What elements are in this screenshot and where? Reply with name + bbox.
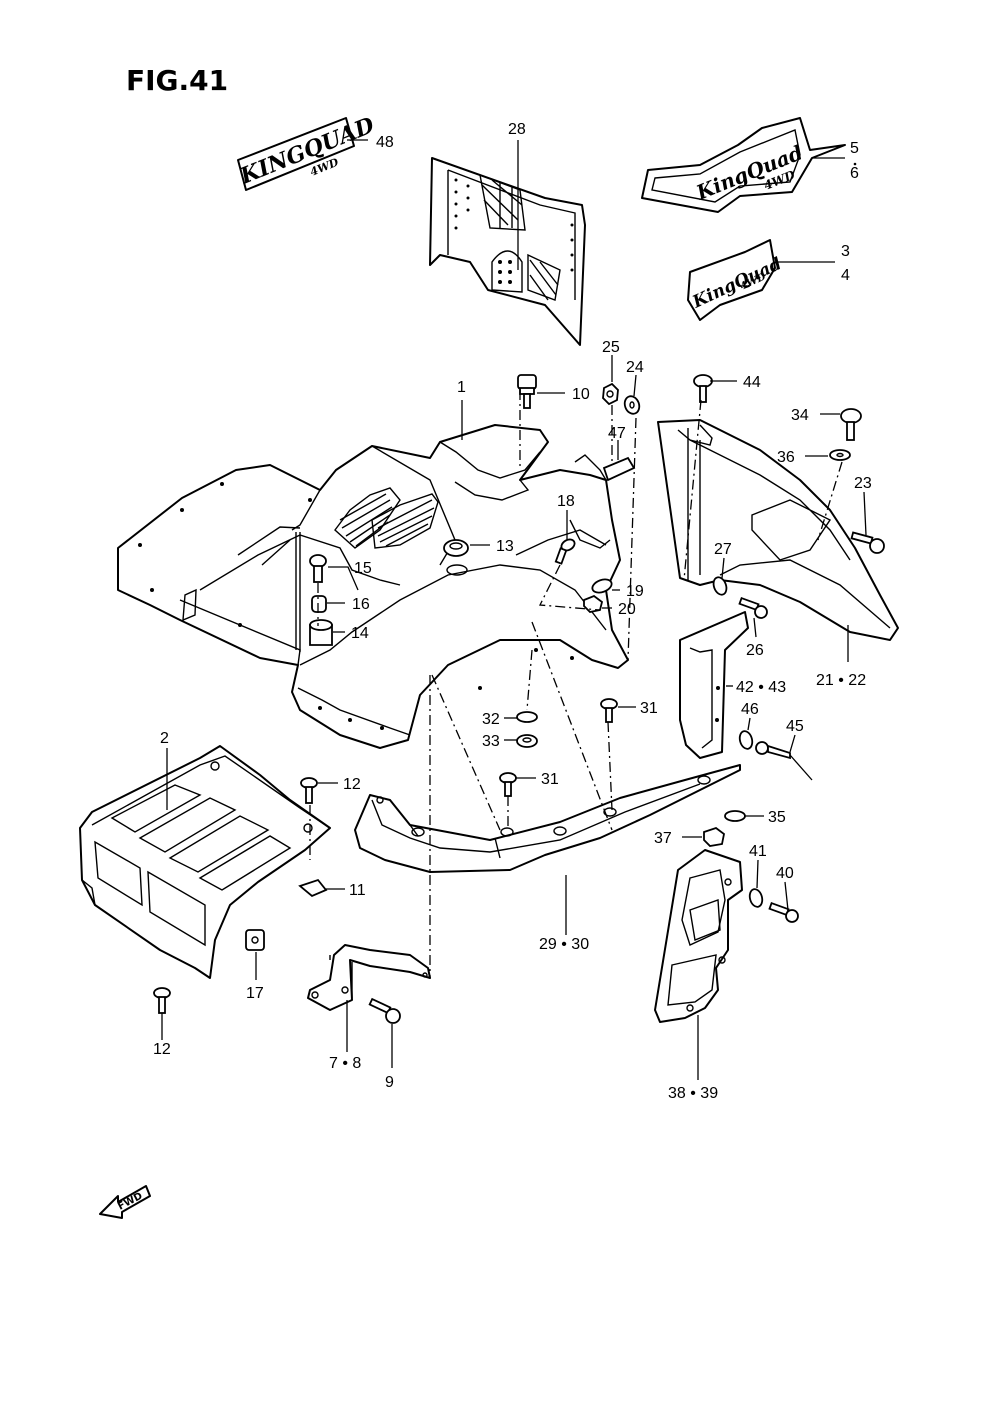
- callout-19: 19: [626, 583, 644, 600]
- bolt-23-icon: [850, 531, 885, 554]
- screw-12-upper-icon: [300, 777, 318, 804]
- callout-14: 14: [351, 625, 369, 642]
- nut-25-icon: [602, 382, 619, 406]
- callout-27: 27: [714, 541, 732, 558]
- washer-36-icon: [829, 449, 851, 461]
- bolt-15-icon: [309, 554, 327, 583]
- front-cover-panel: [79, 745, 331, 979]
- rubber-47-icon: [602, 456, 636, 482]
- callout-42-43: 42 • 43: [736, 679, 786, 696]
- callout-5: 5: [850, 140, 859, 157]
- callout-37: 37: [654, 830, 672, 847]
- callout-1: 1: [457, 379, 466, 396]
- callout-11: 11: [349, 882, 366, 899]
- callout-6: 6: [850, 165, 859, 182]
- rivet-45-icon: [755, 741, 813, 781]
- callout-25: 25: [602, 339, 620, 356]
- front-fender-extension: [657, 419, 899, 641]
- bolt-40-icon: [768, 901, 799, 923]
- side-bracket: [679, 611, 749, 759]
- screw-18-icon: [554, 538, 576, 565]
- lower-frame-cover: [354, 764, 741, 873]
- callout-38-39: 38 • 39: [668, 1085, 718, 1102]
- nut-33-icon: [516, 734, 538, 748]
- washer-32-icon: [516, 711, 538, 723]
- callout-40: 40: [776, 865, 794, 882]
- callout-34: 34: [791, 407, 809, 424]
- clipnut-17-icon: [245, 929, 265, 951]
- cushion-14-icon: [309, 619, 333, 646]
- front-fender: [117, 424, 629, 749]
- washer-24-icon: [623, 395, 641, 415]
- callout-26: 26: [746, 642, 764, 659]
- callout-15: 15: [354, 560, 372, 577]
- callout-46: 46: [741, 701, 759, 718]
- figure-title: FIG.41: [126, 64, 228, 97]
- radiator-guard-panel: [429, 157, 586, 346]
- screw-44-icon: [693, 374, 713, 403]
- callout-12-upper: 12: [343, 776, 361, 793]
- svg-text:KINGQUAD: KINGQUAD: [236, 112, 378, 190]
- callout-31-lower: 31: [541, 771, 559, 788]
- mounting-bracket: [307, 944, 431, 1011]
- callout-17: 17: [246, 985, 264, 1002]
- bolt-26-icon: [738, 596, 768, 619]
- washer-35-icon: [724, 810, 746, 822]
- kingquad-block-decal: KINGQUAD 4WD: [236, 112, 378, 191]
- leader-lines: [161, 139, 867, 1080]
- callout-2: 2: [160, 730, 169, 747]
- callout-48: 48: [376, 134, 394, 151]
- callout-10: 10: [572, 386, 590, 403]
- callout-45: 45: [786, 718, 804, 735]
- callout-41: 41: [749, 843, 767, 860]
- callout-18: 18: [557, 493, 575, 510]
- forward-arrow-icon: FWD: [99, 1185, 151, 1219]
- callout-13: 13: [496, 538, 514, 555]
- kingquad-side-decal: KingQuad 4WD: [641, 117, 846, 213]
- side-footrest-panel: [654, 849, 743, 1023]
- bolt-9-icon: [368, 997, 401, 1024]
- callout-21-22: 21 • 22: [816, 672, 866, 689]
- callout-9: 9: [385, 1074, 394, 1091]
- callout-4: 4: [841, 267, 850, 284]
- callout-31-upper: 31: [640, 700, 658, 717]
- callout-24: 24: [626, 359, 644, 376]
- callout-44: 44: [743, 374, 761, 391]
- callout-47: 47: [608, 425, 626, 442]
- collar-16-icon: [311, 595, 327, 613]
- washer-27-icon: [712, 576, 728, 596]
- clip-11-icon: [298, 878, 328, 898]
- grommet-13-icon: [443, 539, 469, 557]
- screw-34-icon: [840, 408, 862, 441]
- callout-16: 16: [352, 596, 370, 613]
- washer-41-icon: [748, 888, 764, 908]
- callout-28: 28: [508, 121, 526, 138]
- callout-3: 3: [841, 243, 850, 260]
- screw-31-lower-icon: [499, 772, 517, 797]
- callout-35: 35: [768, 809, 786, 826]
- screw-12-lower-icon: [153, 987, 171, 1014]
- callout-23: 23: [854, 475, 872, 492]
- washer-19-icon: [591, 578, 613, 594]
- callout-29-30: 29 • 30: [539, 936, 589, 953]
- callout-12-lower: 12: [153, 1041, 171, 1058]
- nut-37-icon: [703, 826, 725, 847]
- screw-31-upper-icon: [600, 698, 618, 723]
- callout-33: 33: [482, 733, 500, 750]
- callout-labels: 48 28 5 6 3 4 25 24 1 10 44 34 36 23 47 …: [153, 121, 872, 1102]
- hardware-bolts: [153, 374, 885, 1024]
- callout-7-8: 7 • 8: [329, 1055, 361, 1072]
- assembly-lines: [309, 390, 843, 978]
- callout-32: 32: [482, 711, 500, 728]
- callout-36: 36: [777, 449, 795, 466]
- callout-20: 20: [618, 601, 636, 618]
- kingquad-small-decal: KingQuad 4WD: [687, 239, 785, 321]
- bolt-10-icon: [517, 374, 537, 409]
- washer-46-icon: [738, 730, 754, 750]
